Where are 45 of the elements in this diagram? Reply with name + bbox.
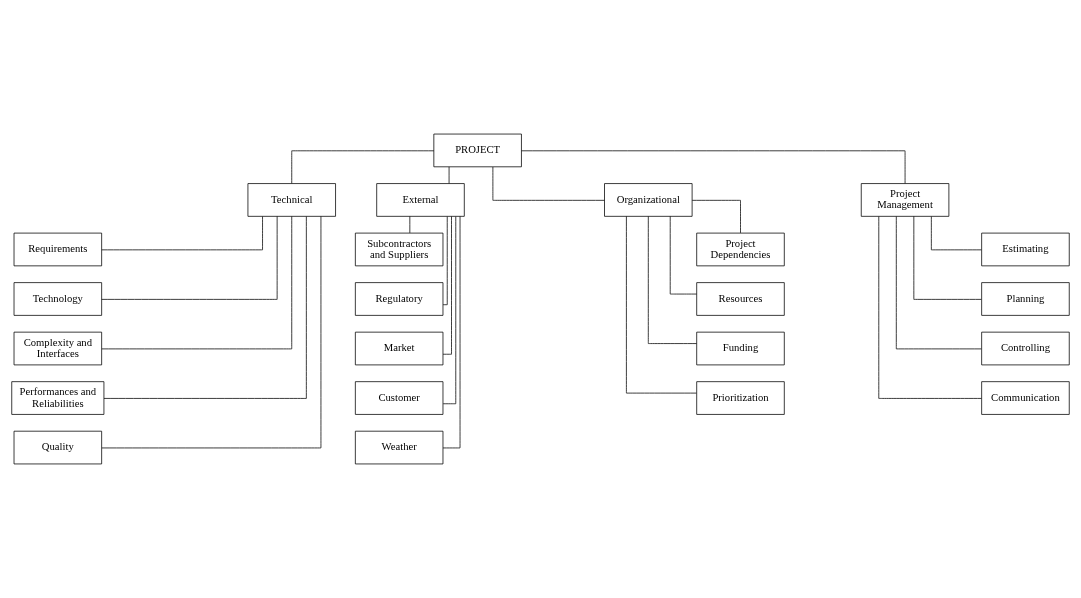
node-box: Project Management	[860, 183, 950, 217]
node-box: Resources	[696, 282, 785, 316]
node-box: Subcontractors and Suppliers	[355, 232, 444, 267]
node-box: Complexity and Interfaces	[13, 331, 102, 366]
connector	[691, 199, 741, 234]
connector	[101, 216, 278, 300]
node-box: Estimating	[981, 232, 1070, 267]
node-box: Project Dependencies	[696, 232, 785, 267]
connector	[103, 216, 307, 399]
node-box: PROJECT	[433, 133, 522, 168]
node-box: Technology	[13, 282, 102, 316]
node-box: Quality	[13, 430, 102, 465]
node-box: Regulatory	[355, 282, 444, 316]
connector	[895, 216, 982, 350]
connector	[647, 216, 697, 344]
node-box: Funding	[696, 331, 785, 366]
connector	[448, 166, 450, 184]
connector	[931, 216, 982, 251]
node-box: Requirements	[13, 232, 102, 267]
connector	[442, 216, 457, 405]
connector	[669, 215, 697, 295]
node-box: Market	[355, 331, 444, 366]
connector	[492, 166, 605, 201]
node-box: External	[376, 183, 465, 217]
node-box: Prioritization	[696, 381, 785, 415]
node-box: Technical	[247, 183, 336, 217]
node-box: Weather	[355, 430, 444, 465]
connector	[521, 150, 906, 184]
connector	[878, 216, 982, 399]
node-box: Controlling	[981, 331, 1070, 366]
connector	[101, 216, 293, 350]
node-box: Organizational	[604, 183, 693, 217]
connector	[409, 216, 411, 234]
connector	[442, 216, 452, 355]
node-box: Customer	[355, 381, 444, 415]
connector	[101, 216, 322, 449]
node-box: Communication	[981, 381, 1070, 415]
connector	[291, 150, 435, 184]
node-box: Planning	[981, 282, 1070, 316]
node-box: Performances and Reliabilities	[11, 381, 105, 415]
connector	[442, 216, 448, 306]
connector	[626, 216, 697, 394]
connector	[442, 216, 461, 449]
connector	[101, 216, 263, 251]
connector	[913, 216, 982, 300]
